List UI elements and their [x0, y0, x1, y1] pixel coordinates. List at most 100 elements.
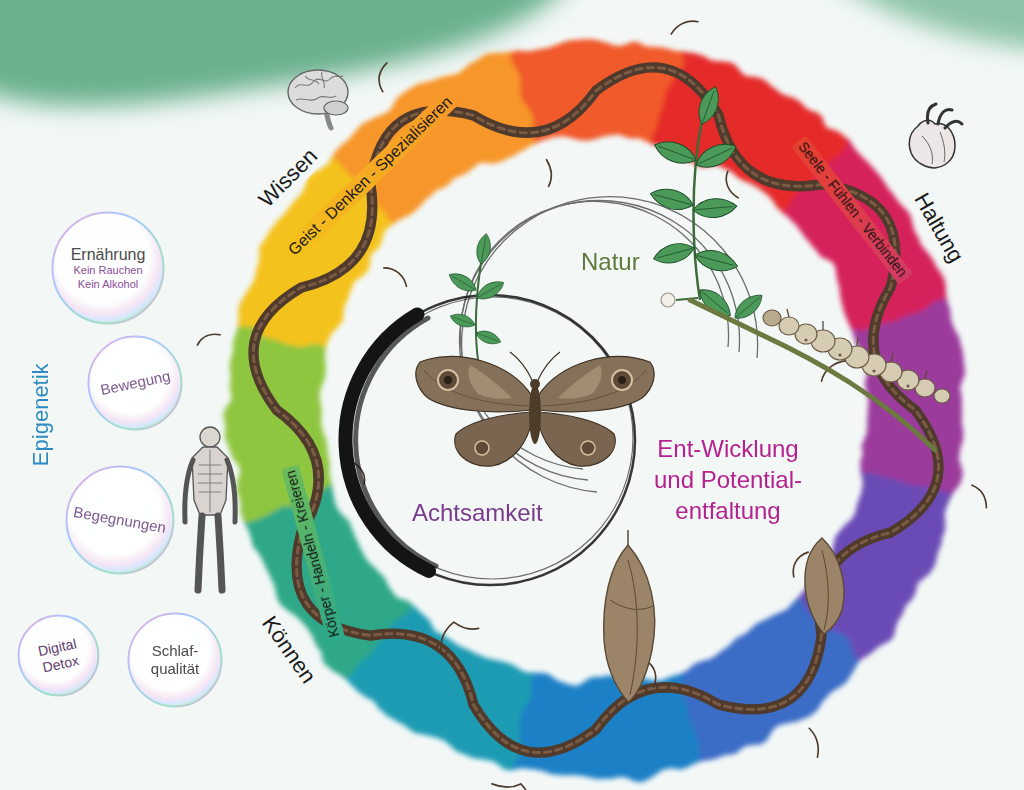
leaf-sprig	[446, 233, 507, 360]
butterfly	[468, 365, 512, 399]
heart-icon	[922, 132, 945, 164]
bubble-outline	[67, 467, 174, 574]
human-figure	[192, 447, 228, 515]
root-vine	[253, 67, 938, 752]
bubble-highlight	[73, 225, 98, 247]
chrysalis	[604, 545, 655, 702]
butterfly	[542, 370, 646, 406]
caterpillar	[690, 300, 935, 450]
bubble-content: Schlaf- qualität	[139, 642, 211, 678]
caterpillar	[787, 309, 927, 379]
root-vine	[972, 485, 986, 508]
bubble-node: Bewegung	[87, 335, 183, 431]
chrysalis	[822, 550, 828, 630]
chrysalis	[610, 600, 653, 609]
root-vine	[384, 268, 407, 287]
root-vine	[492, 784, 527, 790]
butterfly	[618, 376, 626, 384]
butterfly	[537, 352, 560, 382]
side-title: Epigenetik	[27, 363, 55, 466]
root-vine	[379, 63, 387, 92]
caterpillar	[906, 384, 909, 387]
bubble-outline	[53, 213, 164, 324]
caterpillar	[872, 369, 875, 372]
bubble-text: Schlaf- qualität	[139, 642, 211, 678]
leaf-branch	[661, 293, 675, 307]
watercolor-wash	[820, 0, 1024, 52]
bubble-highlight	[105, 347, 126, 366]
leaf-sprig	[475, 233, 493, 266]
butterfly	[530, 379, 540, 389]
root-vine	[441, 622, 479, 653]
enso-circle	[345, 295, 635, 585]
root-vine	[809, 728, 818, 757]
chrysalis	[628, 560, 637, 695]
butterfly	[537, 352, 654, 466]
bubble-node: Schlaf- qualität	[127, 612, 223, 708]
leaf-sprig	[474, 328, 503, 348]
leaf-branch	[692, 197, 737, 220]
leaf-sprig	[448, 311, 477, 331]
bubble-outline	[89, 337, 182, 430]
bubble-outline	[129, 614, 222, 707]
center-label: Ent-Wicklung und Potential- entfaltung	[643, 433, 813, 527]
butterfly	[416, 352, 654, 466]
brain-icon	[288, 70, 348, 114]
leaf-branch	[693, 246, 740, 276]
leaf-branch	[730, 290, 767, 324]
butterfly	[538, 412, 615, 466]
enso-circle	[356, 318, 436, 566]
root-vine	[197, 334, 220, 345]
heart-icon	[909, 104, 962, 168]
human-figure	[198, 450, 222, 512]
caterpillar	[690, 300, 950, 450]
root-vine	[671, 21, 698, 34]
bubble-node: Begegnungen	[65, 465, 175, 575]
butterfly	[416, 357, 532, 412]
caterpillar	[779, 317, 799, 335]
butterfly	[424, 370, 528, 406]
leaf-branch	[648, 185, 695, 215]
leaf-sprig	[474, 277, 507, 304]
leaf-branch	[648, 84, 767, 324]
center-label: Natur	[581, 247, 640, 277]
caterpillar	[838, 353, 841, 356]
brain-icon	[288, 70, 348, 128]
human-figure	[200, 427, 220, 447]
butterfly	[438, 370, 458, 390]
bubble-node: Digital Detox	[17, 614, 100, 697]
butterfly	[612, 370, 632, 390]
caterpillar	[934, 389, 950, 403]
chrysalis	[805, 538, 844, 634]
caterpillar	[763, 310, 781, 326]
butterfly	[444, 376, 452, 384]
butterfly	[538, 357, 654, 412]
bubble-text: Kein Rauchen Kein Alkohol	[67, 264, 149, 290]
leaf-branch	[692, 138, 740, 174]
butterfly	[455, 412, 532, 466]
brain-icon	[324, 101, 348, 115]
heart-icon	[927, 104, 962, 128]
human-figure	[185, 427, 235, 590]
butterfly	[581, 441, 595, 455]
butterfly	[558, 365, 602, 399]
root-vine	[547, 160, 552, 187]
root-vine	[197, 21, 986, 790]
butterfly	[529, 384, 541, 444]
chrysalis	[604, 530, 844, 702]
center-label: Achtsamkeit	[412, 498, 543, 528]
chrysalis	[627, 530, 629, 545]
butterfly	[475, 441, 489, 455]
enso-circle	[345, 295, 635, 585]
butterfly	[416, 352, 533, 466]
leaf-branch	[651, 136, 699, 169]
heart-icon	[909, 120, 955, 167]
leaf-sprig	[446, 269, 479, 296]
root-vine	[253, 67, 938, 752]
caterpillar	[804, 338, 807, 341]
leaf-branch	[694, 84, 723, 127]
root-vine	[726, 171, 738, 198]
bubble-text: Ernährung	[71, 245, 146, 264]
bubble-outline	[19, 616, 99, 696]
